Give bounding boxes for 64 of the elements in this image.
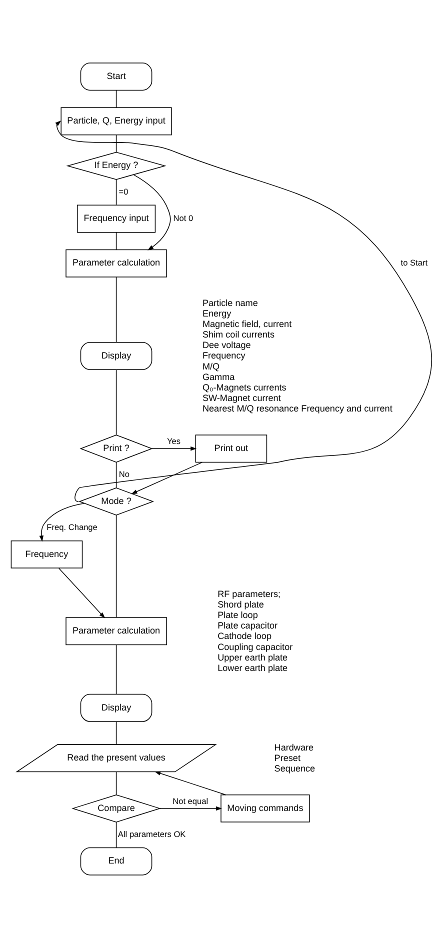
arrow — [55, 120, 432, 502]
edge-label: Not 0 — [173, 212, 194, 222]
connector — [116, 134, 117, 152]
edge-label: =0 — [118, 186, 128, 196]
label: Nearest M/Q resonance Frequency and current — [202, 403, 392, 414]
arrow — [159, 806, 222, 810]
edge-label: All parameters OK — [118, 828, 186, 839]
label: Shim coil currents — [202, 329, 274, 340]
arrow — [154, 770, 226, 795]
label: Lower earth plate — [218, 662, 288, 672]
label: Q₀-Magnets currents — [202, 382, 286, 392]
label: RF parameters; — [218, 588, 281, 598]
node-box: Parameter calculation — [66, 616, 167, 645]
node-box: Particle, Q, Energy input — [60, 106, 172, 135]
connector — [116, 276, 117, 342]
connector — [116, 720, 117, 744]
connector — [116, 771, 117, 794]
connector — [116, 514, 117, 618]
edge-label: No — [118, 468, 130, 479]
label: Preset — [274, 752, 300, 762]
connector — [116, 232, 117, 250]
arrow — [39, 502, 85, 542]
label: Upper earth plate — [218, 652, 288, 662]
node-box: Print out — [195, 434, 268, 462]
label: Particle name — [202, 297, 258, 308]
label: Sequence — [274, 762, 316, 773]
connector — [116, 89, 117, 108]
label: Plate loop — [218, 610, 258, 620]
node-box: End — [80, 846, 152, 875]
label: Hardware — [274, 742, 314, 752]
node-box: Parameter calculation — [66, 248, 167, 277]
node-diamond: If Energy ? — [66, 151, 166, 180]
node-box: Frequency input — [76, 204, 156, 232]
edge-label: Freq. Change — [46, 522, 98, 532]
node-box: Moving commands — [220, 794, 310, 822]
connector — [116, 644, 117, 694]
node-box: Frequency — [10, 540, 83, 568]
label: Shord plate — [218, 598, 264, 609]
node-diamond: Compare — [72, 794, 161, 822]
label: Dee voltage — [202, 340, 251, 350]
label: Energy — [202, 308, 232, 318]
label: Plate capacitor — [218, 620, 278, 630]
edge-label: Yes — [166, 435, 181, 446]
node-diamond: Print ? — [80, 434, 153, 462]
connector — [116, 368, 117, 435]
label: SW-Magnet current — [202, 392, 281, 403]
connector — [116, 178, 117, 205]
label: Magnetic field, current — [202, 318, 292, 328]
label: Gamma — [202, 371, 235, 382]
edge-label: to Start — [400, 256, 428, 267]
connector — [116, 821, 117, 848]
node-box: Display — [80, 693, 152, 722]
arrow — [131, 461, 203, 494]
arrow — [133, 174, 171, 250]
label: M/Q — [202, 360, 220, 371]
node-box: Display — [80, 342, 152, 370]
label: Coupling capacitor — [218, 641, 293, 652]
arrow — [58, 567, 106, 618]
connector — [116, 461, 117, 488]
label: Cathode loop — [218, 630, 272, 641]
label: Frequency — [202, 350, 246, 360]
node-box: Start — [80, 62, 152, 90]
arrow — [152, 446, 197, 450]
edge-label: Not equal — [172, 795, 208, 806]
